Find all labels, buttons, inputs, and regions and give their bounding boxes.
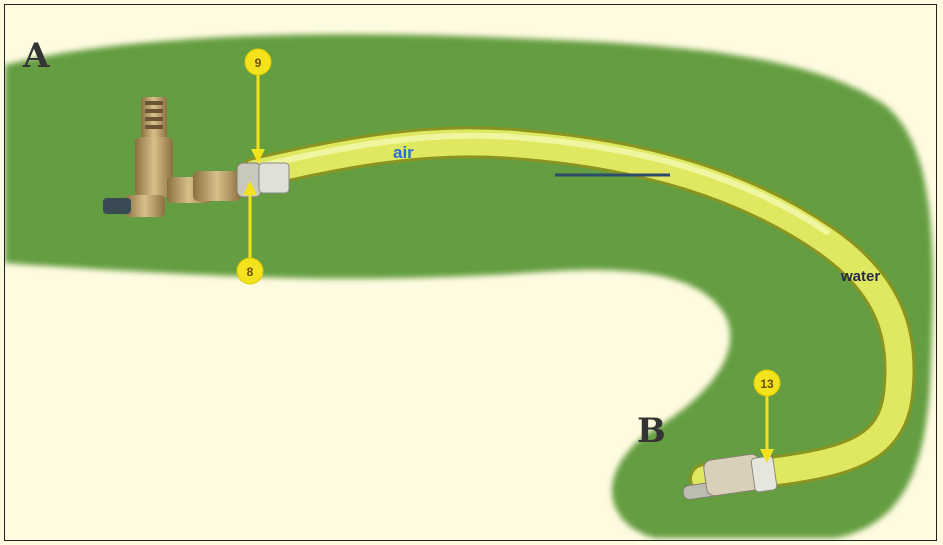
marker-9-number: 9 [255,56,262,70]
point-b-label: B [637,411,666,451]
point-a-label: A [22,36,50,76]
air-label: air [393,143,414,162]
diagram-frame: A B air water 9 8 [4,4,937,541]
marker-8-number: 8 [247,265,254,279]
water-label: water [840,268,880,285]
hose-diagram: A B air water 9 8 [5,5,937,541]
marker-13-number: 13 [760,377,774,391]
